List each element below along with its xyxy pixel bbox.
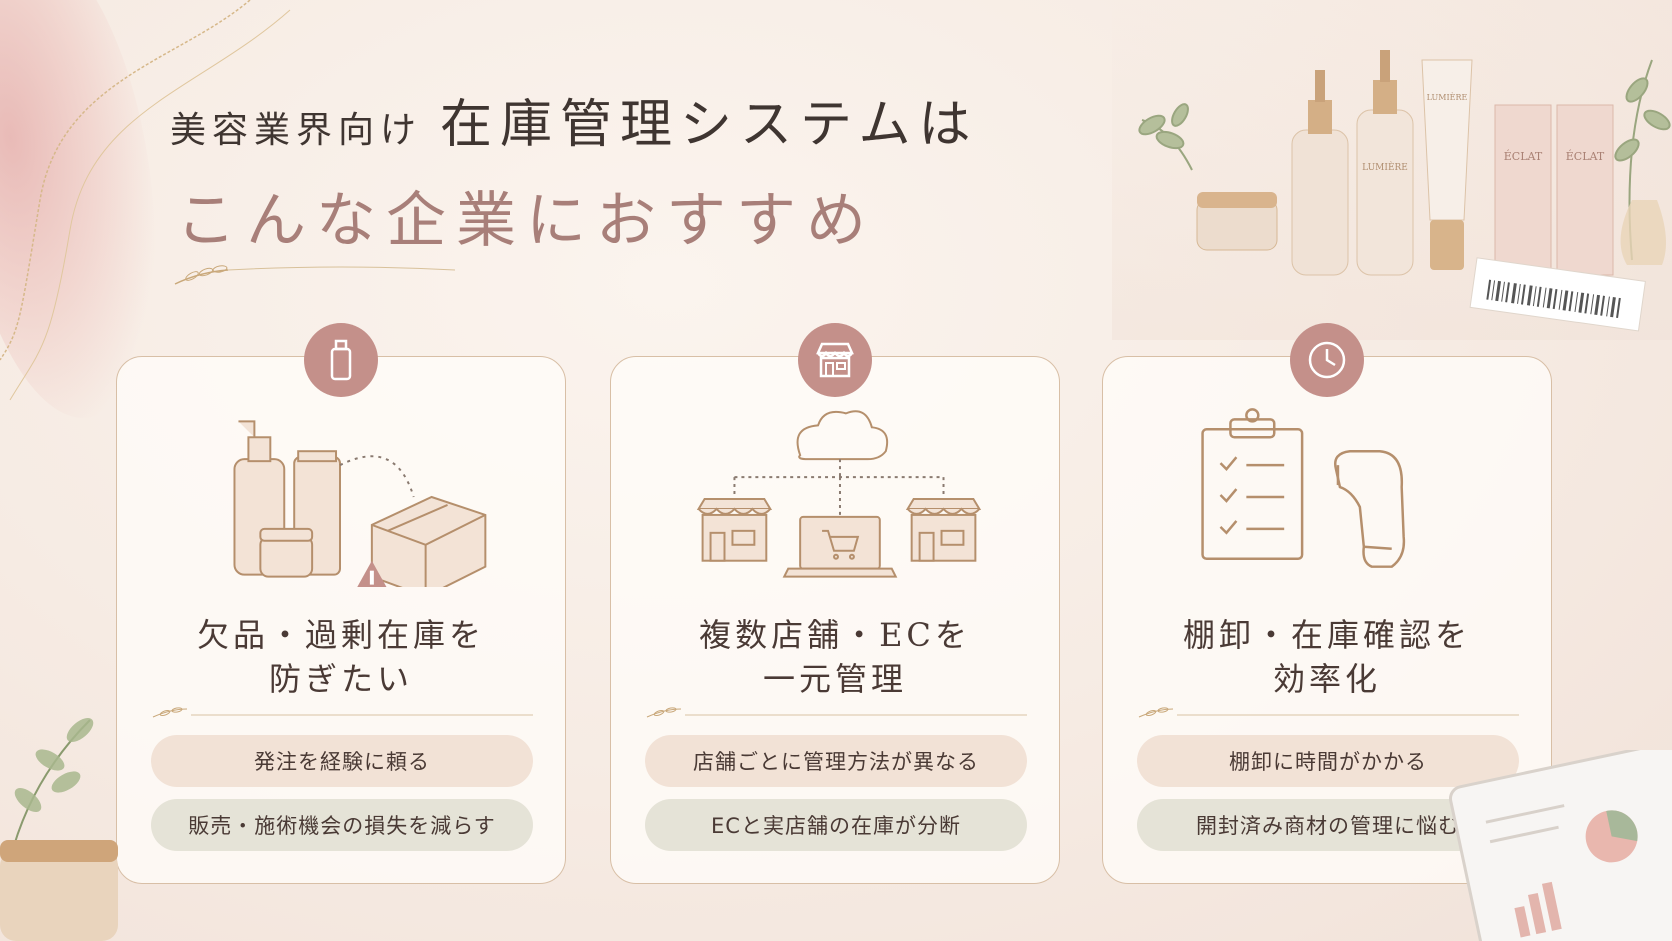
card-badge [304, 323, 378, 397]
page-title-line1: 美容業界向け在庫管理システムは [170, 82, 978, 157]
pain-point-pill: 販売・施術機会の損失を減らす [151, 799, 533, 851]
pain-point-pill: ECと実店舗の在庫が分断 [645, 799, 1027, 851]
title-prefix: 美容業界向け [170, 110, 423, 151]
cream-jar-image [0, 840, 118, 941]
clock-icon [1308, 341, 1346, 379]
card-multi-store: 複数店舗・ECを 一元管理 店舗ごとに管理方法が異なる ECと実店舗の在庫が分断 [610, 323, 1060, 884]
eclat-label-2: ÉCLAT [1566, 149, 1605, 163]
page-title-line2: こんな企業におすすめ [176, 186, 876, 256]
card-stock-shortage: 欠品・過剰在庫を 防ぎたい 発注を経験に頼る 販売・施術機会の損失を減らす [116, 323, 566, 884]
cloud-stores-laptop-illustration [696, 410, 982, 578]
lumiere-label: LUMIÈRE [1362, 161, 1408, 173]
store-icon [816, 342, 854, 378]
leaf-divider-icon [152, 707, 533, 718]
lumiere-tube-label: LUMIÈRE [1427, 93, 1468, 102]
cosmetics-box-warning-illustration [233, 420, 487, 587]
card-heading-line2: 防ぎたい [268, 660, 413, 698]
title-main: 在庫管理システムは [440, 95, 979, 155]
cosmetics-products-image: LUMIÈRE LUMIÈRE ÉCLAT ÉCLAT [1138, 50, 1671, 332]
leaves-decoration [9, 718, 94, 860]
leaf-ornament-icon [174, 265, 456, 285]
eclat-label-1: ÉCLAT [1504, 149, 1543, 163]
card-heading-line1: 欠品・過剰在庫を [196, 616, 485, 654]
pain-point-pill: 棚卸に時間がかかる [1137, 735, 1519, 787]
leaf-divider-icon [1138, 707, 1519, 718]
pain-point-pill: 店舗ごとに管理方法が異なる [645, 735, 1027, 787]
card-heading: 欠品・過剰在庫を 防ぎたい [117, 613, 565, 701]
card-heading-line2: 効率化 [1272, 660, 1381, 698]
card-heading: 複数店舗・ECを 一元管理 [611, 613, 1059, 701]
card-heading-line2: 一元管理 [762, 660, 907, 698]
card-heading-line1: 複数店舗・ECを [699, 616, 971, 654]
card-badge [798, 323, 872, 397]
pain-point-pill: 発注を経験に頼る [151, 735, 533, 787]
card-heading-line1: 棚卸・在庫確認を [1182, 616, 1471, 654]
tablet-chart-image [1448, 750, 1672, 941]
card-heading: 棚卸・在庫確認を 効率化 [1103, 613, 1551, 701]
bottle-icon [330, 339, 352, 381]
clipboard-scanner-illustration [1201, 408, 1406, 568]
gold-line-decoration [0, 0, 291, 401]
leaf-divider-icon [646, 707, 1027, 718]
card-badge [1290, 323, 1364, 397]
